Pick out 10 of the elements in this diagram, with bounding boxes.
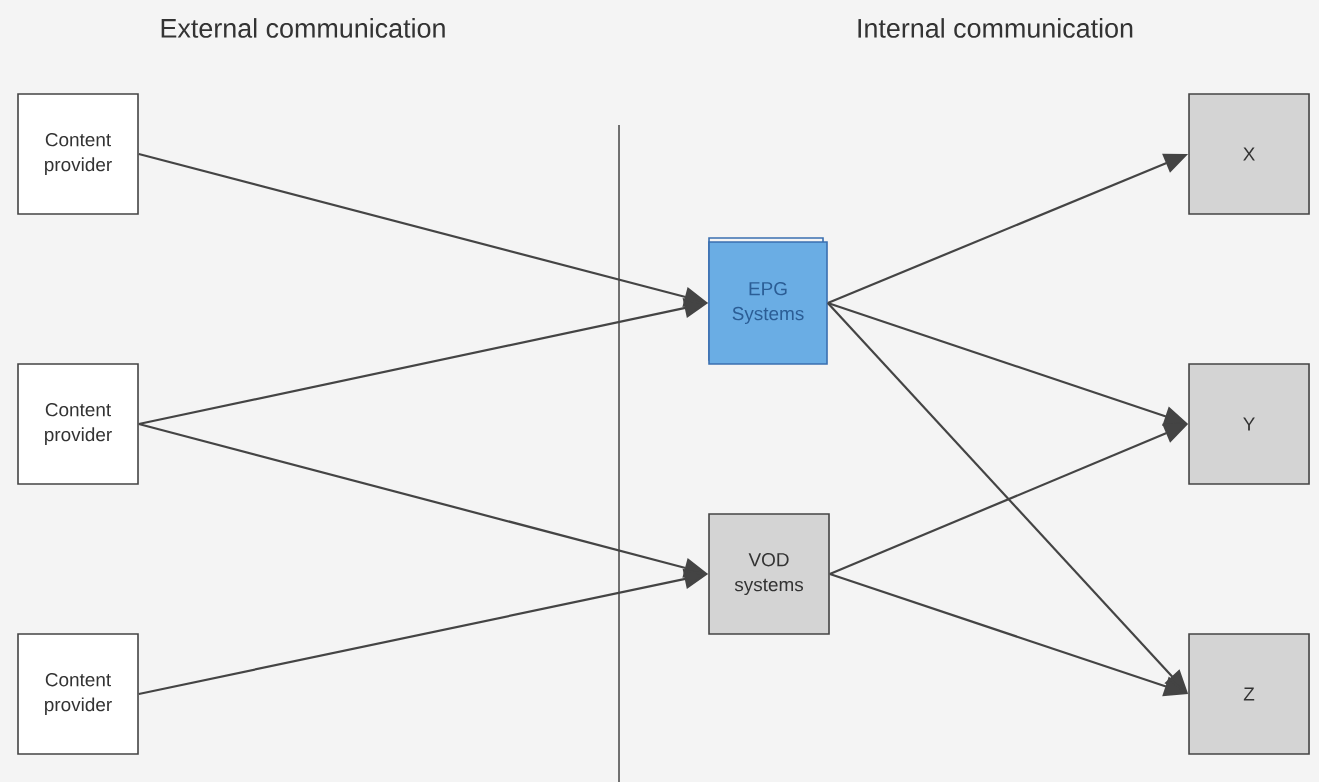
provider-box: Content provider [17,93,139,215]
system-box: Z [1188,633,1310,755]
system-box: Y [1188,363,1310,485]
heading: External communication [161,18,445,38]
system-box: EPG Systems [708,237,828,365]
system-box: X [1188,93,1310,215]
provider-box: Content provider [17,363,139,485]
heading: Internal communication [858,18,1133,38]
provider-box: Content provider [17,633,139,755]
system-box: VOD systems [708,513,830,635]
